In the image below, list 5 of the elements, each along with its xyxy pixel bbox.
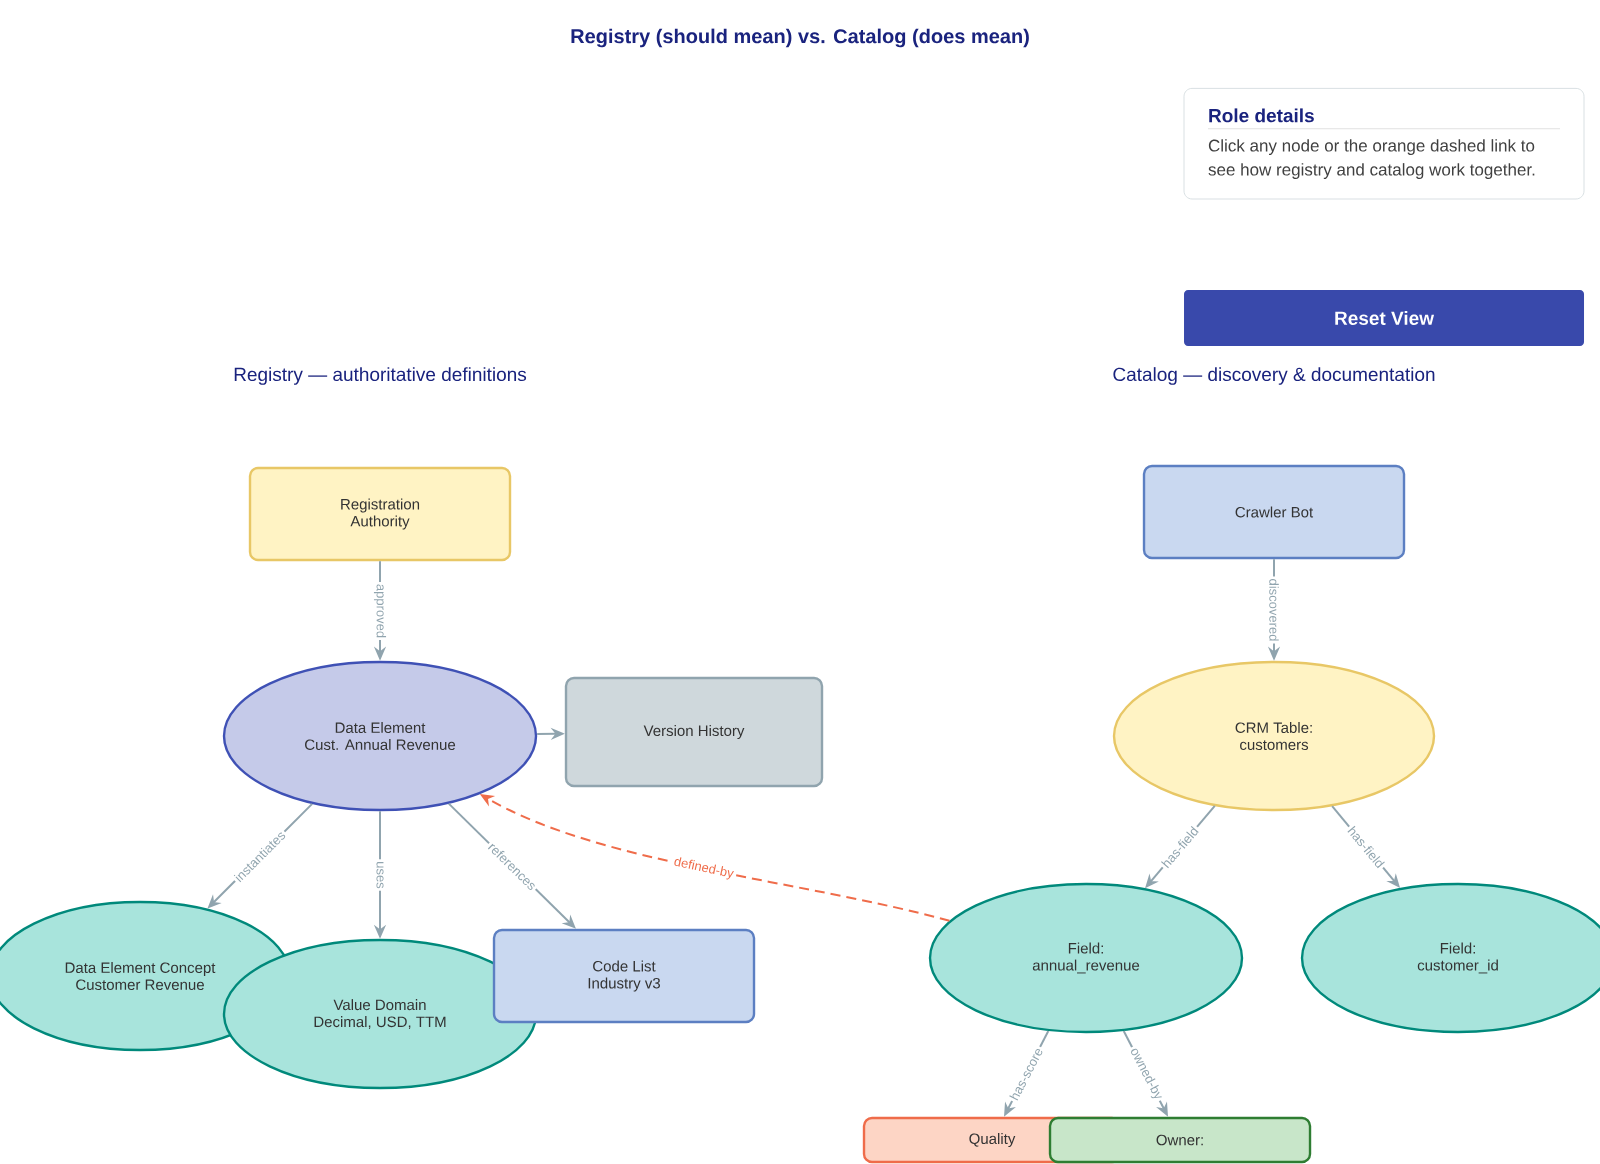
reset-button: Reset View: [1184, 290, 1584, 346]
section-heading: Registry — authoritative definitions: [234, 367, 527, 385]
section-heading: Catalog — discovery & documentation: [1113, 367, 1435, 385]
diagram-title: Registry (should mean) vs. Catalog (does mean): [571, 28, 1029, 48]
role-details-card: Role details Click any node or the orange dashed link to see how registry and catalog work together.: [1183, 88, 1585, 200]
